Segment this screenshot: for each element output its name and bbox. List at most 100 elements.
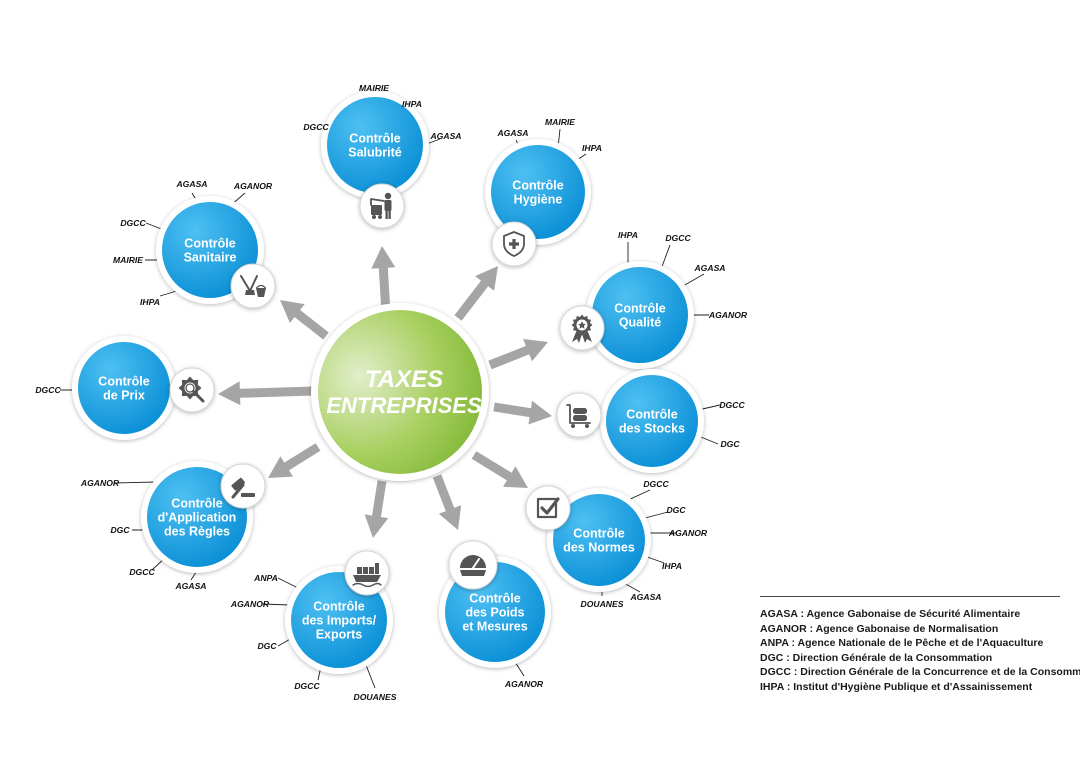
node-title-salubrite-line1: Contrôle <box>349 132 400 146</box>
arrow-to-sanitaire <box>280 300 329 340</box>
agency-label-normes-aganor: AGANOR <box>668 528 708 538</box>
agency-label-stocks-dgc: DGC <box>720 439 740 449</box>
node-title-normes-line1: Contrôle <box>573 527 624 541</box>
arrow-to-salubrite <box>371 246 396 314</box>
agency-label-sanitaire-dgcc: DGCC <box>120 218 146 228</box>
agency-label-poids-aganor: AGANOR <box>504 679 544 689</box>
node-circle-hygiene <box>491 145 585 239</box>
node-title-imports-line2: des Imports/ <box>302 614 377 628</box>
agency-label-hygiene-mairie: MAIRIE <box>545 117 575 127</box>
node-title-prix-line2: de Prix <box>103 389 145 403</box>
legend-item-dgcc: DGCC : Direction Générale de la Concurre… <box>760 666 1080 678</box>
leader-line-imports-aganor <box>261 603 291 606</box>
agency-label-salubrite-mairie: MAIRIE <box>359 83 389 93</box>
legend-item-agasa: AGASA : Agence Gabonaise de Sécurité Ali… <box>760 608 1021 620</box>
agency-label-normes-dgcc: DGCC <box>643 479 669 489</box>
arrow-to-hygiene <box>454 266 498 321</box>
agency-label-qualite-agasa: AGASA <box>693 263 725 273</box>
node-title-stocks-line2: des Stocks <box>619 422 685 436</box>
legend-item-ihpa: IHPA : Institut d'Hygiène Publique et d'… <box>760 680 1033 693</box>
gavel-icon <box>231 477 255 499</box>
agency-label-imports-dgc: DGC <box>257 641 277 651</box>
node-title-hygiene-line1: Contrôle <box>512 179 563 193</box>
node-title-qualite-line1: Contrôle <box>614 302 665 316</box>
agency-label-sanitaire-mairie: MAIRIE <box>113 255 143 265</box>
agency-label-normes-ihpa: IHPA <box>662 561 682 571</box>
node-circle-imports <box>291 572 387 668</box>
medical-shield-icon <box>503 231 525 257</box>
arrow-to-stocks <box>493 400 552 425</box>
node-title-sanitaire-line2: Sanitaire <box>184 251 237 265</box>
legend-item-anpa: ANPA : Agence Nationale de le Pêche et d… <box>760 637 1044 649</box>
quality-medal-icon <box>571 314 593 343</box>
mop-bucket-icon <box>240 275 267 297</box>
legend-item-dgc: DGC : Direction Générale de la Consommat… <box>760 651 993 664</box>
agency-label-normes-dgc: DGC <box>666 505 686 515</box>
leader-line-imports-douanes <box>365 664 376 689</box>
node-circle-stocks <box>606 375 698 467</box>
agency-label-imports-aganor: AGANOR <box>230 599 270 609</box>
agency-label-sanitaire-aganor: AGANOR <box>233 181 273 191</box>
node-title-salubrite-line2: Salubrité <box>348 146 402 160</box>
agency-label-sanitaire-agasa: AGASA <box>175 179 207 189</box>
node-title-stocks-line1: Contrôle <box>626 408 677 422</box>
node-title-imports-line3: Exports <box>316 628 363 642</box>
node-title-poids-line3: et Mesures <box>462 620 527 634</box>
node-circle-prix <box>78 342 170 434</box>
agency-label-normes-douanes: DOUANES <box>581 599 624 609</box>
agency-label-regles-agasa: AGASA <box>174 581 206 591</box>
cargo-ship-icon <box>352 563 382 588</box>
agency-label-regles-dgcc: DGCC <box>129 567 155 577</box>
arrow-to-qualite <box>488 339 548 370</box>
node-title-regles-line3: des Règles <box>164 525 230 539</box>
stock-trolley-icon <box>566 404 591 428</box>
agency-label-salubrite-dgcc: DGCC <box>303 122 329 132</box>
leader-line-normes-dgc <box>644 511 669 519</box>
node-title-qualite-line2: Qualité <box>619 316 661 330</box>
node-circle-salubrite <box>327 97 423 193</box>
node-title-imports-line1: Contrôle <box>313 600 364 614</box>
node-title-sanitaire-line1: Contrôle <box>184 237 235 251</box>
scale-gauge-icon <box>460 555 486 576</box>
arrow-to-poids <box>432 474 462 530</box>
icon-bg-normes <box>525 485 571 531</box>
agency-label-normes-agasa: AGASA <box>629 592 661 602</box>
node-title-prix-line1: Contrôle <box>98 375 149 389</box>
agency-label-stocks-dgcc: DGCC <box>719 400 745 410</box>
center-title-line1: TAXES <box>365 366 443 393</box>
legend: AGASA : Agence Gabonaise de Sécurité Ali… <box>760 596 1080 694</box>
center-circle <box>318 310 482 474</box>
node-title-normes-line2: des Normes <box>563 541 635 555</box>
agency-label-imports-douanes: DOUANES <box>354 692 397 702</box>
agency-label-qualite-dgcc: DGCC <box>665 233 691 243</box>
arrow-to-regles <box>268 443 321 478</box>
agency-label-imports-anpa: ANPA <box>253 573 278 583</box>
node-title-regles-line1: Contrôle <box>171 497 222 511</box>
agency-label-prix-dgcc: DGCC <box>35 385 61 395</box>
legend-item-aganor: AGANOR : Agence Gabonaise de Normalisati… <box>760 622 999 635</box>
node-circle-normes <box>553 494 645 586</box>
leader-line-regles-aganor <box>113 481 157 484</box>
agency-label-qualite-ihpa: IHPA <box>618 230 638 240</box>
leader-line-imports-anpa <box>277 577 299 589</box>
arrow-to-prix <box>218 381 315 406</box>
agency-label-hygiene-agasa: AGASA <box>496 128 528 138</box>
price-gear-search-icon <box>178 376 205 403</box>
agency-label-hygiene-ihpa: IHPA <box>582 143 602 153</box>
agency-label-imports-dgcc: DGCC <box>294 681 320 691</box>
node-title-poids-line1: Contrôle <box>469 592 520 606</box>
node-title-hygiene-line2: Hygiène <box>514 193 563 207</box>
agency-label-salubrite-agasa: AGASA <box>429 131 461 141</box>
arrow-to-normes <box>471 451 528 488</box>
arrows <box>218 246 552 538</box>
agency-label-qualite-aganor: AGANOR <box>708 310 748 320</box>
node-circle-qualite <box>592 267 688 363</box>
center-title-line2: ENTREPRISES <box>326 393 482 418</box>
arrow-to-imports <box>364 480 389 538</box>
agency-label-regles-dgc: DGC <box>110 525 130 535</box>
agency-label-sanitaire-ihpa: IHPA <box>140 297 160 307</box>
agency-label-regles-aganor: AGANOR <box>80 478 120 488</box>
node-title-regles-line2: d'Application <box>158 511 237 525</box>
cleaner-trolley-icon <box>370 192 392 219</box>
